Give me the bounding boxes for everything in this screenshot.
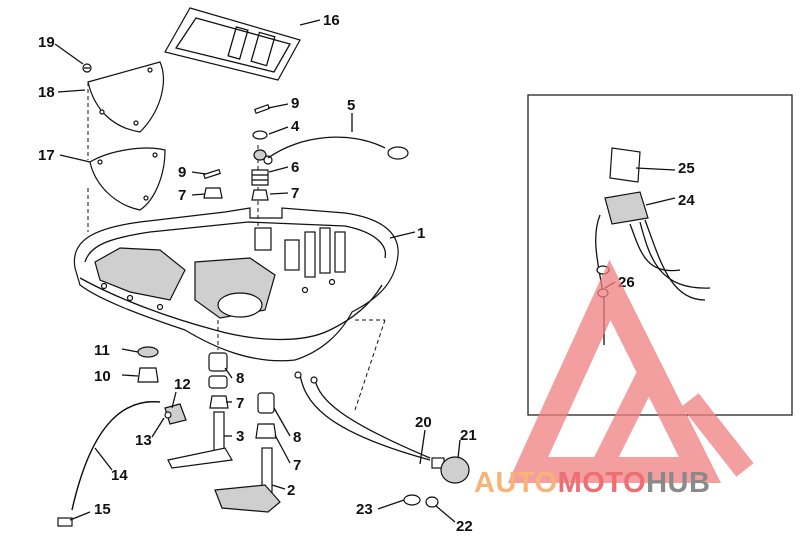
- label-22: 22: [456, 518, 473, 535]
- ground-cable-part: [263, 136, 409, 165]
- cover-plate-lower: [89, 147, 166, 211]
- label-3: 3: [236, 428, 244, 445]
- lower-cowl-housing: [73, 207, 399, 362]
- label-20: 20: [415, 414, 432, 431]
- label-13: 13: [135, 432, 152, 449]
- label-2: 2: [287, 482, 295, 499]
- watermark-hub: HUB: [646, 467, 710, 499]
- leader-lines: [54, 19, 676, 523]
- watermark-triangle-inner: [590, 345, 710, 475]
- label-25: 25: [678, 160, 695, 177]
- label-18: 18: [38, 84, 55, 101]
- label-16: 16: [323, 12, 340, 29]
- screw-part: [82, 63, 92, 73]
- label-7a: 7: [291, 185, 299, 202]
- watermark-logo: [507, 259, 754, 483]
- label-5: 5: [347, 97, 355, 114]
- label-21: 21: [460, 427, 477, 444]
- label-24: 24: [678, 192, 695, 209]
- watermark-triangle-right: [681, 393, 754, 477]
- label-8a: 8: [236, 370, 244, 387]
- watermark-moto: MOTO: [558, 467, 646, 499]
- label-15: 15: [94, 501, 111, 518]
- label-9a: 9: [291, 95, 299, 112]
- label-7c: 7: [236, 395, 244, 412]
- fastener-parts-top: [203, 103, 271, 201]
- label-1: 1: [417, 225, 425, 242]
- label-17: 17: [38, 147, 55, 164]
- watermark-text: AUTOMOTOHUB: [474, 467, 710, 499]
- label-9b: 9: [178, 164, 186, 181]
- cover-plate-upper: [87, 61, 164, 133]
- fastener-parts-lower: [57, 346, 187, 527]
- label-8b: 8: [293, 429, 301, 446]
- label-19: 19: [38, 34, 55, 51]
- label-7b: 7: [178, 187, 186, 204]
- label-12: 12: [174, 376, 191, 393]
- label-6: 6: [291, 159, 299, 176]
- label-4: 4: [291, 118, 300, 135]
- watermark-auto: AUTO: [474, 467, 558, 499]
- gasket-part: [164, 7, 301, 81]
- label-14: 14: [111, 467, 128, 484]
- guide-lines: [87, 82, 386, 411]
- label-11: 11: [94, 342, 110, 359]
- svg-text:AUTOMOTOHUB: AUTOMOTOHUB: [474, 467, 710, 499]
- mount-parts: [167, 352, 281, 513]
- wiring-harness-part: [294, 371, 470, 508]
- label-7d: 7: [293, 457, 301, 474]
- label-23: 23: [356, 501, 373, 518]
- label-10: 10: [94, 368, 111, 385]
